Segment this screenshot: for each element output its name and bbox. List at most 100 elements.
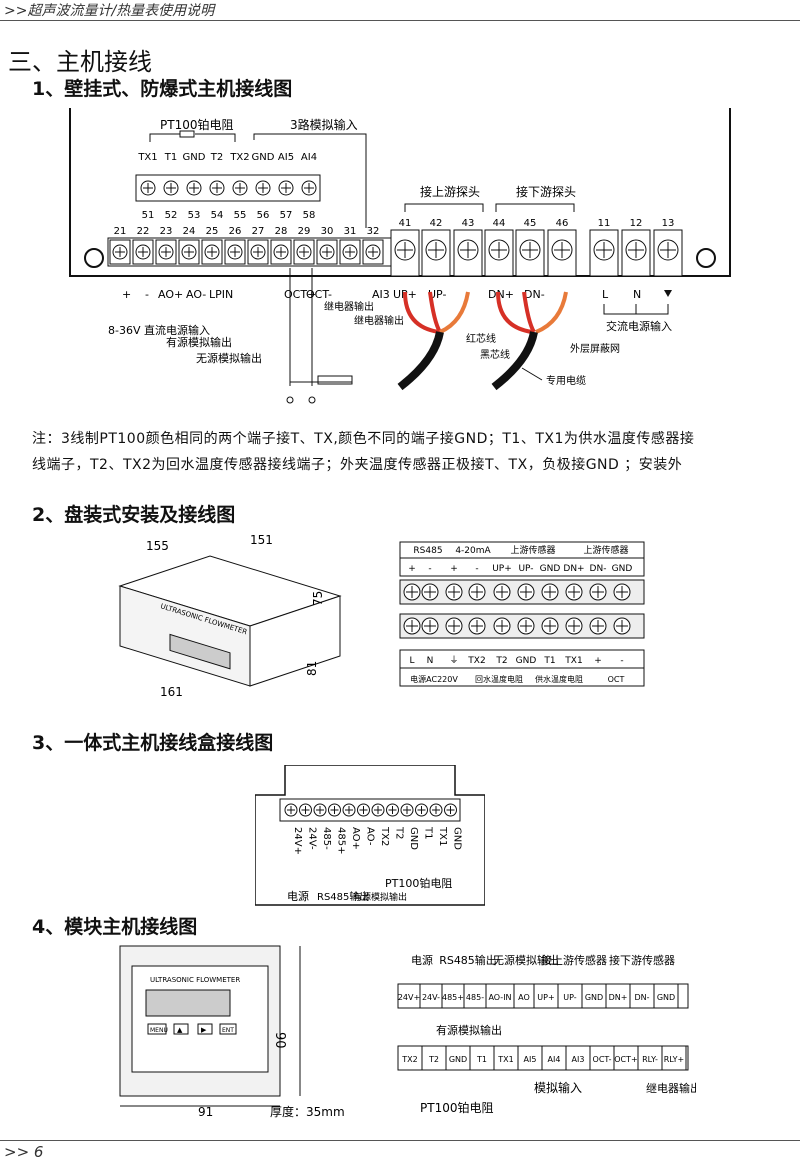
- terminal-screw-icon: [565, 617, 583, 635]
- terminal-screw-icon: [371, 803, 385, 817]
- panel-bottom-term: N: [427, 656, 434, 666]
- upper-term-number: 56: [257, 210, 270, 221]
- module-top-term: AO-IN: [488, 993, 511, 1002]
- terminal-screw-icon: [365, 244, 381, 260]
- oct-plus: OCT+: [284, 288, 316, 301]
- module-bottom-term: OCT-: [593, 1055, 612, 1064]
- terminal-screw-icon: [400, 803, 414, 817]
- terminal-screw-icon: [163, 180, 179, 196]
- terminal-screw-icon: [517, 583, 535, 601]
- ao-minus: AO-: [186, 288, 206, 301]
- panel-top-group: 上游传感器: [583, 544, 628, 556]
- probe-screw-icon: [488, 239, 510, 261]
- lower-term-number: 25: [206, 226, 219, 237]
- dn-plus: DN+: [488, 288, 514, 301]
- module-analog-in: 模拟输入: [534, 1080, 582, 1095]
- module-top-term: DN+: [609, 993, 628, 1002]
- terminal-screw-icon: [589, 617, 607, 635]
- upper-term-label: GND: [183, 152, 206, 163]
- terminal-screw-icon: [342, 244, 358, 260]
- terminal-screw-icon: [468, 583, 486, 601]
- module-top-term: 24V+: [398, 993, 420, 1002]
- key-menu: MENU: [150, 1027, 168, 1034]
- probe-term-number: 11: [598, 218, 611, 229]
- sub3-title: 3、一体式主机接线盒接线图: [32, 732, 274, 754]
- upper-term-label: TX1: [137, 152, 157, 163]
- terminal-screw-icon: [468, 617, 486, 635]
- dc-minus: -: [145, 288, 149, 301]
- module-bottom-term: AI5: [524, 1055, 537, 1064]
- panel-bottom-term: GND: [516, 656, 537, 666]
- terminal-screw-icon: [421, 617, 439, 635]
- terminal-screw-icon: [209, 180, 225, 196]
- lower-term-number: 29: [298, 226, 311, 237]
- panel-top-term: +: [408, 564, 416, 574]
- dn-minus: DN-: [524, 288, 545, 301]
- lower-term-number: 22: [137, 226, 150, 237]
- terminal-screw-icon: [278, 180, 294, 196]
- dc-input-label: 8-36V 直流电源输入: [108, 323, 210, 337]
- terminal-screw-icon: [445, 617, 463, 635]
- module-top-term: UP+: [537, 993, 554, 1002]
- module-bottom-term: RLY+: [664, 1055, 685, 1064]
- key-ent: ENT: [222, 1027, 234, 1034]
- note-line-1: 注：3线制PT100颜色相同的两个端子接T、TX,颜色不同的端子接GND；T1、…: [32, 431, 695, 447]
- downstream-label: 接下游探头: [516, 184, 576, 199]
- module-pt100: PT100铂电阻: [420, 1100, 493, 1115]
- probe-term-number: 12: [630, 218, 643, 229]
- terminal-screw-icon: [357, 803, 370, 817]
- terminal-screw-icon: [255, 180, 271, 196]
- terminal-screw-icon: [342, 803, 356, 817]
- panel-top-term: UP+: [492, 564, 512, 574]
- probe-screw-icon: [657, 239, 679, 261]
- panel-bottom-term: L: [409, 656, 414, 666]
- junction-term-label: 485+: [336, 827, 347, 854]
- terminal-screw-icon: [493, 583, 511, 601]
- note-line-2: 线端子，T2、TX2为回水温度传感器接线端子；外夹温度传感器正极接T、TX，负极…: [32, 457, 683, 473]
- terminal-screw-icon: [403, 617, 421, 635]
- probe-term-number: 46: [556, 218, 569, 229]
- relay-out-2: 继电器输出: [354, 314, 404, 327]
- module-top-group: 接下游传感器: [609, 954, 675, 967]
- panel-bottom-group: 供水温度电阻: [535, 674, 583, 684]
- lower-term-number: 26: [229, 226, 242, 237]
- probe-screw-icon: [394, 239, 416, 261]
- probe-screw-icon: [519, 239, 541, 261]
- terminal-screw-icon: [284, 803, 298, 817]
- module-top-term: DN-: [634, 993, 649, 1002]
- terminal-screw-icon: [403, 583, 421, 601]
- shield-label: 外层屏蔽网: [570, 343, 620, 355]
- junction-active-label: 有源模拟输出: [353, 891, 407, 903]
- module-bottom-term: AI3: [572, 1055, 585, 1064]
- module-top-group: 接上游传感器: [541, 954, 607, 967]
- lpin: LPIN: [209, 288, 233, 301]
- module-bottom-term: GND: [449, 1055, 467, 1064]
- header-divider: [0, 20, 800, 21]
- panel-bottom-term: ⏚: [449, 655, 458, 666]
- ac-input-label: 交流电源输入: [606, 319, 672, 333]
- key-up: ▲: [177, 1026, 183, 1034]
- dim-81: 81: [305, 661, 319, 676]
- module-top-term: AO: [518, 993, 530, 1002]
- ac-n: N: [633, 288, 641, 301]
- ai3-label: AI3: [372, 288, 390, 301]
- terminal-screw-icon: [541, 583, 559, 601]
- junction-term-label: GND: [408, 827, 419, 850]
- probe-screw-icon: [457, 239, 479, 261]
- lower-term-number: 30: [321, 226, 334, 237]
- lower-term-number: 32: [367, 226, 380, 237]
- terminal-screw-icon: [541, 617, 559, 635]
- terminal-screw-icon: [421, 583, 439, 601]
- dim-161: 161: [160, 685, 183, 699]
- page-number: >> 6: [4, 1143, 44, 1161]
- terminal-screw-icon: [227, 244, 243, 260]
- upper-term-number: 54: [211, 210, 224, 221]
- terminal-screw-icon: [273, 244, 289, 260]
- probe-screw-icon: [551, 239, 573, 261]
- upper-term-label: T1: [164, 152, 177, 163]
- junction-term-label: AO+: [350, 827, 361, 850]
- din-module-drawing: ULTRASONIC FLOWMETER MENU ▲ ▶ ENT 90 91 …: [119, 945, 345, 1119]
- terminal-screw-icon: [565, 583, 583, 601]
- footer-divider: [0, 1140, 800, 1141]
